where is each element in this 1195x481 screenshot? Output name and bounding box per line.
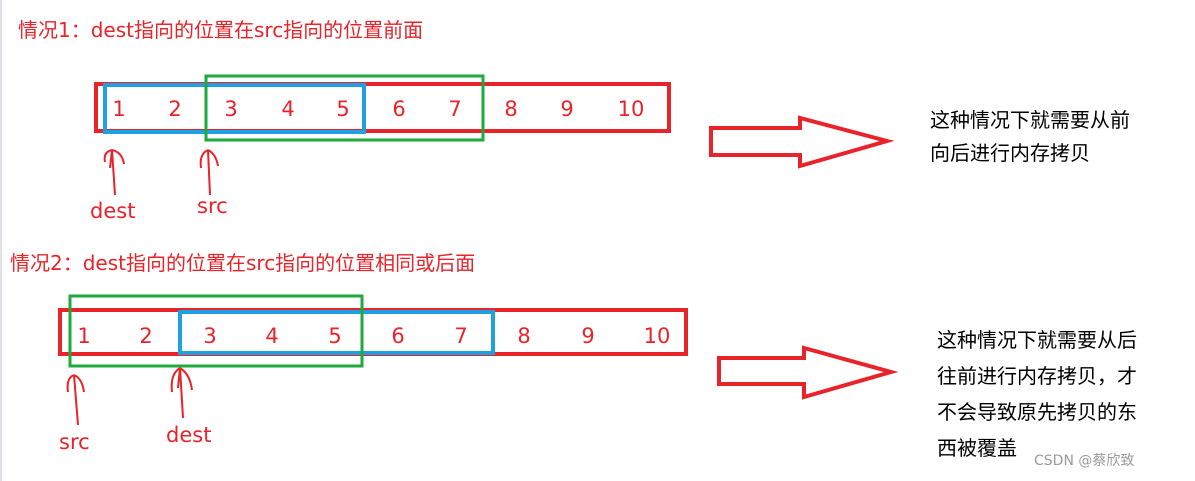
case1-numbers: 1 2 3 4 5 6 7 8 9 10 — [112, 97, 644, 121]
case2-title: 情况2：dest指向的位置在src指向的位置相同或后面 — [10, 251, 476, 275]
case1-array-element: 3 — [224, 97, 237, 121]
case1-title: 情况1：dest指向的位置在src指向的位置前面 — [18, 18, 424, 42]
case2-array-element: 4 — [265, 324, 278, 348]
case2-array-element: 2 — [139, 324, 152, 348]
case1-array-element: 2 — [168, 97, 181, 121]
case1-array-element: 9 — [560, 97, 573, 121]
case1-array-element: 4 — [281, 97, 294, 121]
case2-array-element: 8 — [517, 324, 530, 348]
case2-note-line: 不会导致原先拷贝的东 — [937, 400, 1137, 424]
case1-big-arrow — [709, 115, 895, 169]
case2-note-line: 这种情况下就需要从后 — [937, 328, 1137, 352]
case2-numbers: 1 2 3 4 5 6 7 8 9 10 — [77, 324, 670, 348]
case1-note: 这种情况下就需要从前 向后进行内存拷贝 — [930, 104, 1130, 170]
case1-src-label: src — [197, 194, 228, 218]
case1-dest-pointer-arrow — [103, 149, 125, 196]
case2-src-region — [68, 294, 364, 368]
case2-note-line: 往前进行内存拷贝，才 — [937, 364, 1137, 388]
case2-dest-pointer-arrow — [170, 367, 193, 419]
case1-array-element: 5 — [336, 97, 349, 121]
case1-src-pointer-arrow — [199, 149, 219, 196]
case2-array-element: 9 — [581, 324, 594, 348]
case1-array-element: 8 — [504, 97, 517, 121]
case1-array-element: 1 — [112, 97, 125, 121]
case1-array-group: 1 2 3 4 5 6 7 8 9 10 — [94, 74, 671, 142]
csdn-watermark: CSDN @蔡欣致 — [1034, 453, 1135, 469]
case1-array-box — [94, 82, 671, 133]
case1-note-line: 这种情况下就需要从前 — [930, 108, 1130, 132]
case2-array-element: 5 — [328, 324, 341, 348]
case2-array-element: 1 — [77, 324, 90, 348]
case2-array-element: 10 — [644, 324, 671, 348]
left-edge-bar — [0, 0, 2, 481]
case2-big-arrow — [717, 345, 899, 400]
case1-src-region — [204, 74, 485, 142]
case1-note-line: 向后进行内存拷贝 — [930, 141, 1090, 165]
case2-array-element: 6 — [391, 324, 404, 348]
case2-note: 这种情况下就需要从后 往前进行内存拷贝，才 不会导致原先拷贝的东 西被覆盖 — [937, 322, 1137, 466]
case1-dest-region — [103, 83, 366, 134]
case1-array-element: 7 — [448, 97, 461, 121]
case2-src-label: src — [59, 430, 90, 454]
case1-array-element: 10 — [618, 97, 645, 121]
case2-array-element: 7 — [454, 324, 467, 348]
case2-dest-region — [178, 310, 495, 355]
case2-note-line: 西被覆盖 — [937, 436, 1017, 460]
case1-array-element: 6 — [392, 97, 405, 121]
case1-dest-label: dest — [90, 199, 136, 223]
case2-dest-label: dest — [166, 423, 212, 447]
case2-array-element: 3 — [203, 324, 216, 348]
case2-array-group: 1 2 3 4 5 6 7 8 9 10 — [58, 294, 688, 368]
case2-src-pointer-arrow — [66, 374, 85, 426]
